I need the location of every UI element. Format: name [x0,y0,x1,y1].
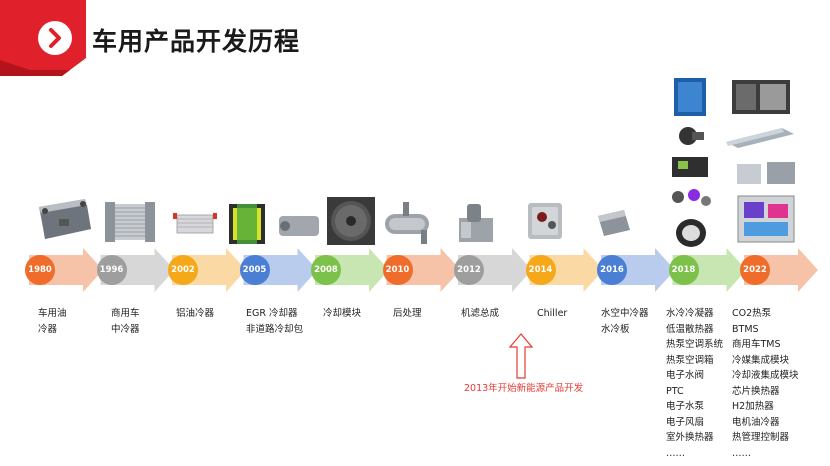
milestone-desc-1980: 车用油冷器 [38,306,67,337]
water-air-intercooler-image [598,210,630,236]
coolant-module-image [737,162,795,184]
desc-line: 冷器 [38,323,58,335]
electric-fan-image [676,219,706,247]
year-node-2014: 2014 [525,255,556,285]
chiller-image [528,203,562,239]
year-label: 2016 [600,265,624,275]
heat-pump-module-image [672,157,708,177]
desc-line: 商用车 [111,308,140,319]
milestone-desc-1996: 商用车中冷器 [111,306,140,337]
aftertreatment-image [385,202,429,244]
intercooler-image [105,202,155,242]
desc-line: 冷媒集成模块 [732,354,790,366]
year-label: 2008 [314,265,338,275]
year-node-2016: 2016 [597,255,627,285]
milestone-desc-2022: CO2热泵 BTMS 商用车TMS 冷媒集成模块冷却液集成模块芯片换热器 H2加热器电机… [732,306,799,461]
desc-line: 铝油冷器 [176,308,215,319]
desc-line: H2加热器 [732,401,774,412]
milestone-desc-2014: Chiller [537,306,567,322]
milestone-desc-2018: 水冷冷凝器低温散热器热泵空调系统热泵空调箱电子水阀 PTC 电子水泵电子风扇室外换热… [666,306,723,461]
desc-line: 水空中冷器 [601,308,649,319]
year-node-2005: 2005 [239,255,270,285]
corner-badge [0,0,86,76]
year-node-2012: 2012 [454,255,484,285]
cooling-module-image [327,197,375,245]
co2-heat-pump-image [732,80,790,114]
year-node-2010: 2010 [382,255,413,285]
year-label: 1980 [28,265,52,275]
condenser-image [674,78,706,116]
valve-assembly-image [672,189,711,206]
year-label: 1996 [99,265,124,275]
year-node-2022: 2022 [740,255,770,285]
milestone-desc-2010: 后处理 [393,306,422,322]
year-node-2002: 2002 [168,255,198,285]
desc-line: 后处理 [393,308,422,319]
desc-line: 电机油冷器 [732,416,780,428]
desc-line: 芯片换热器 [732,385,780,397]
desc-line: BTMS [732,323,759,335]
desc-line: 水冷冷凝器 [666,308,714,319]
year-label: 2014 [528,265,553,275]
chevron-right-icon [38,21,72,55]
milestone-desc-2002: 铝油冷器 [176,306,214,322]
milestone-desc-2005: EGR 冷却器非道路冷却包 [246,306,303,337]
new-energy-note: 2013年开始新能源产品开发 [464,383,584,394]
year-node-2018: 2018 [668,255,699,285]
desc-line: 非道路冷却包 [246,323,304,335]
btms-image [737,195,795,243]
electric-pump-image [679,127,704,145]
oil-cooler-image [39,199,91,239]
desc-line: 电子水泵 [666,401,705,412]
desc-line: EGR 冷却器 [246,308,298,319]
desc-line: 商用车TMS [732,339,781,350]
desc-line: 中冷器 [111,323,140,335]
year-label: 2002 [171,265,195,275]
desc-line: 电子水阀 [666,370,705,381]
desc-line: Chiller [537,308,568,319]
year-label: 2012 [457,265,481,275]
desc-line: 热管理控制器 [732,432,790,443]
up-arrow-icon [509,333,533,379]
desc-line: 冷却液集成模块 [732,370,799,381]
desc-line: …… [666,447,685,459]
desc-line: 水冷板 [601,323,630,335]
milestone-desc-2008: 冷却模块 [323,306,361,322]
year-label: 2010 [385,265,410,275]
desc-line: 电子风扇 [666,416,705,428]
desc-line: …… [732,447,751,459]
year-label: 2005 [242,265,267,275]
aluminum-oil-cooler-image [173,213,217,234]
desc-line: 低温散热器 [666,323,714,335]
refrigerant-module-image [726,128,794,148]
desc-line: 车用油 [38,308,67,319]
desc-line: CO2热泵 [732,308,772,319]
year-label: 2022 [743,265,767,275]
milestone-desc-2016: 水空中冷器水冷板 [601,306,649,337]
year-node-1980: 1980 [25,255,55,285]
egr-cooler-image [229,204,319,244]
oil-filter-image [459,204,493,242]
desc-line: PTC [666,385,684,397]
desc-line: 室外换热器 [666,432,714,443]
year-node-2008: 2008 [311,255,341,285]
desc-line: 机滤总成 [461,308,500,319]
year-label: 2018 [671,265,696,275]
year-node-1996: 1996 [96,255,127,285]
desc-line: 冷却模块 [323,308,362,319]
desc-line: 热泵空调系统 [666,339,724,350]
milestone-desc-2012: 机滤总成 [461,306,499,322]
page-title: 车用产品开发历程 [92,27,301,56]
desc-line: 热泵空调箱 [666,354,714,366]
